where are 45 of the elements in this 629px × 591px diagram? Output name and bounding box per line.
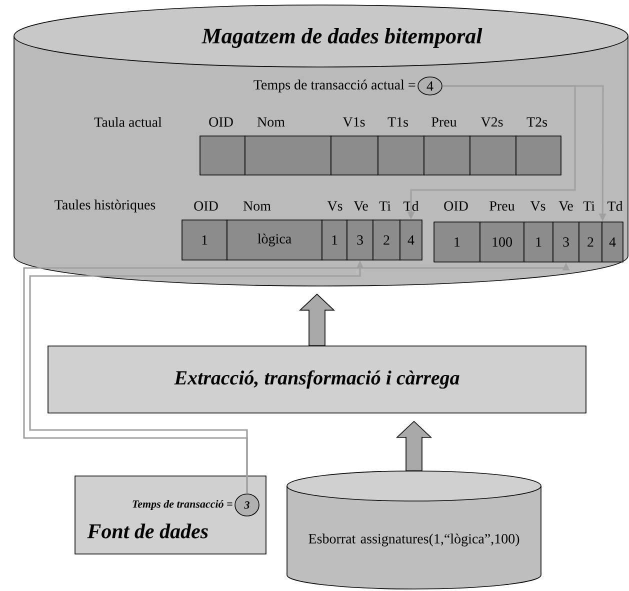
block-arrow [396,420,432,472]
column-header: T2s [526,117,547,127]
column-header: OID [194,201,218,211]
table-cell [424,136,470,176]
table-cell [330,136,378,176]
table-cell: 1 [322,220,348,260]
column-header: V1s [342,117,365,127]
table-cell: 100 [480,222,524,262]
column-header: Preu [432,117,457,127]
column-header: Ve [354,201,368,211]
table-cell [244,136,332,176]
table-cell: 4 [602,222,624,262]
table-cell: 1 [182,220,228,260]
table-label: Taules històriques [54,200,156,212]
column-header: V2s [480,117,503,127]
table-cell: 3 [552,222,580,262]
column-header: Vs [530,201,546,211]
column-header: Td [607,201,623,211]
column-header: Ti [379,201,391,211]
time-label: Temps de transacció actual = [254,80,416,92]
column-header: OID [209,117,233,127]
table-cell: 3 [346,220,374,260]
table-cell: 4 [400,220,422,260]
column-header: Ve [558,201,573,211]
column-header: Nom [243,201,271,211]
table-cell [470,136,516,176]
table-cell: 2 [578,222,602,262]
process-box: Extracció, transformació i càrrega [48,346,586,414]
table-cell: 2 [372,220,400,260]
column-header: Preu [490,201,515,211]
table-cell [200,136,246,176]
table-label: Taula actual [94,117,162,127]
column-header: Vs [327,201,342,211]
table-cell [378,136,424,176]
column-header: Nom [257,117,285,127]
column-header: Ti [583,201,595,211]
time-label: Temps de transacció = [132,500,232,510]
column-header: Td [403,201,419,211]
table-cell: 1 [524,222,554,262]
table-cell: 1 [434,222,480,262]
database-cylinder: Esborrat assignatures(1,“lògica”,100) [286,470,542,590]
block-arrow [299,294,336,346]
column-header: T1s [388,117,408,127]
table-cell [516,136,562,176]
column-header: OID [444,201,468,211]
